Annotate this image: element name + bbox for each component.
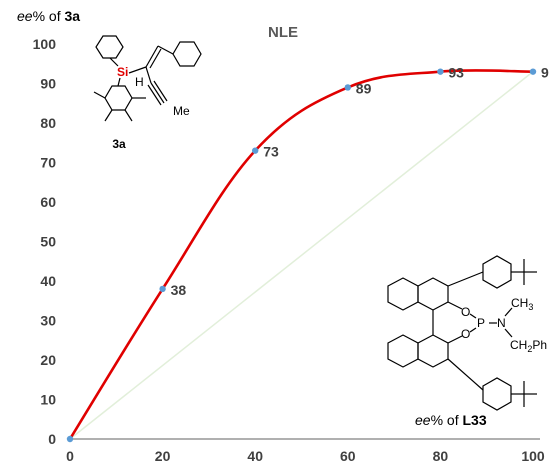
- data-markers: [66, 68, 537, 443]
- group-ch2-sub: 2: [527, 344, 532, 354]
- structure-3a: Si H Me 3a: [93, 35, 202, 151]
- structure-l33: O O P N CH3 CH2Ph: [387, 255, 547, 411]
- data-label: 89: [356, 80, 372, 96]
- x-axis-label-ee: ee: [415, 412, 431, 428]
- bond-c-alkyne: [145, 66, 152, 84]
- x-tick-label: 80: [433, 448, 449, 464]
- x-tick-label: 40: [247, 448, 263, 464]
- data-label: 9: [541, 65, 549, 81]
- y-tick-label: 50: [40, 234, 56, 250]
- y-tick-label: 30: [40, 313, 56, 329]
- data-label: 73: [263, 144, 279, 160]
- naphthyl-upper-b: [417, 277, 449, 311]
- mesityl-ring: [104, 85, 133, 111]
- phenyl-ring-top: [95, 35, 124, 59]
- data-point: [252, 147, 259, 154]
- x-axis-label-ligand: L33: [462, 412, 486, 428]
- alkyne-1: [150, 82, 165, 104]
- mes-me-4: [124, 109, 133, 122]
- bond-o1-p: [469, 313, 477, 319]
- reference-line: [69, 71, 534, 440]
- y-axis-label-ee: ee: [17, 8, 33, 24]
- mes-me-3: [104, 109, 113, 122]
- phenyl-ring-vinyl: [172, 41, 202, 67]
- x-tick-label: 0: [66, 448, 74, 464]
- bond-c-vinyl-double: [149, 48, 162, 69]
- y-tick-label: 80: [40, 115, 56, 131]
- naphthyl-lower-a: [387, 334, 419, 368]
- bond-ph-si: [109, 57, 119, 67]
- atom-o-lower: O: [461, 327, 470, 341]
- data-point: [344, 84, 351, 91]
- bond-n-ch3: [504, 307, 513, 317]
- bond-aryl-lower: [447, 358, 484, 391]
- x-tick-label: 20: [155, 448, 171, 464]
- y-tick-label: 20: [40, 352, 56, 368]
- aryl-lower: [482, 377, 512, 411]
- group-ch3-ch: CH: [511, 296, 528, 310]
- group-ch2-ch: CH: [510, 338, 527, 352]
- bond-o2: [447, 335, 463, 344]
- mes-me-1: [93, 91, 106, 99]
- compound-name-3a: 3a: [112, 137, 126, 151]
- y-tick-label: 40: [40, 273, 56, 289]
- data-label: 93: [448, 65, 464, 81]
- atom-n: N: [497, 316, 506, 330]
- atom-p: P: [477, 316, 485, 330]
- alkyne-3: [147, 84, 162, 106]
- alkyne-2: [153, 80, 168, 102]
- data-point: [159, 285, 166, 293]
- group-ch3-sub: 3: [528, 302, 533, 312]
- aryl-upper: [482, 255, 512, 289]
- atom-h: H: [135, 75, 144, 89]
- group-ch2ph: CH2Ph: [510, 338, 547, 354]
- bond-n-ch2: [504, 328, 513, 338]
- y-tick-label: 90: [40, 76, 56, 92]
- bond-c-vinyl: [145, 45, 159, 68]
- y-tick-label: 0: [48, 431, 56, 447]
- data-label: 38: [171, 282, 187, 298]
- data-point: [437, 68, 444, 75]
- x-tick-label: 100: [521, 448, 545, 464]
- data-labels: 38 73 89 93 9: [171, 65, 549, 298]
- y-axis-label-mid: % of: [33, 8, 65, 24]
- group-ch3: CH3: [511, 296, 533, 312]
- x-axis-label: ee% of L33: [415, 412, 487, 428]
- group-ph: Ph: [532, 338, 547, 352]
- y-tick-label: 10: [40, 392, 56, 408]
- atom-si: Si: [117, 65, 128, 79]
- atom-o-upper: O: [461, 305, 470, 319]
- naphthyl-upper-a: [387, 277, 419, 311]
- y-tick-label: 100: [33, 36, 57, 52]
- x-tick-labels: 0 20 40 60 80 100: [66, 448, 545, 464]
- y-tick-label: 60: [40, 194, 56, 210]
- bond-vinyl-ph: [157, 45, 174, 55]
- data-point: [529, 68, 537, 75]
- group-me: Me: [173, 104, 190, 118]
- y-tick-label: 70: [40, 155, 56, 171]
- y-axis-label: ee% of 3a: [17, 8, 80, 24]
- data-point: [66, 435, 74, 443]
- bond-aryl-upper: [447, 271, 484, 287]
- bond-o1: [447, 301, 463, 310]
- naphthyl-lower-b: [417, 334, 449, 368]
- y-axis-label-compound: 3a: [64, 8, 80, 24]
- x-axis-label-mid: % of: [431, 412, 463, 428]
- bond-si-c: [128, 66, 147, 74]
- bond-si-mes: [117, 77, 121, 87]
- x-tick-label: 60: [340, 448, 356, 464]
- bond-o2-p: [469, 327, 477, 333]
- y-tick-labels: 0 10 20 30 40 50 60 70 80 90 100: [33, 36, 57, 447]
- chart-title: NLE: [268, 24, 298, 41]
